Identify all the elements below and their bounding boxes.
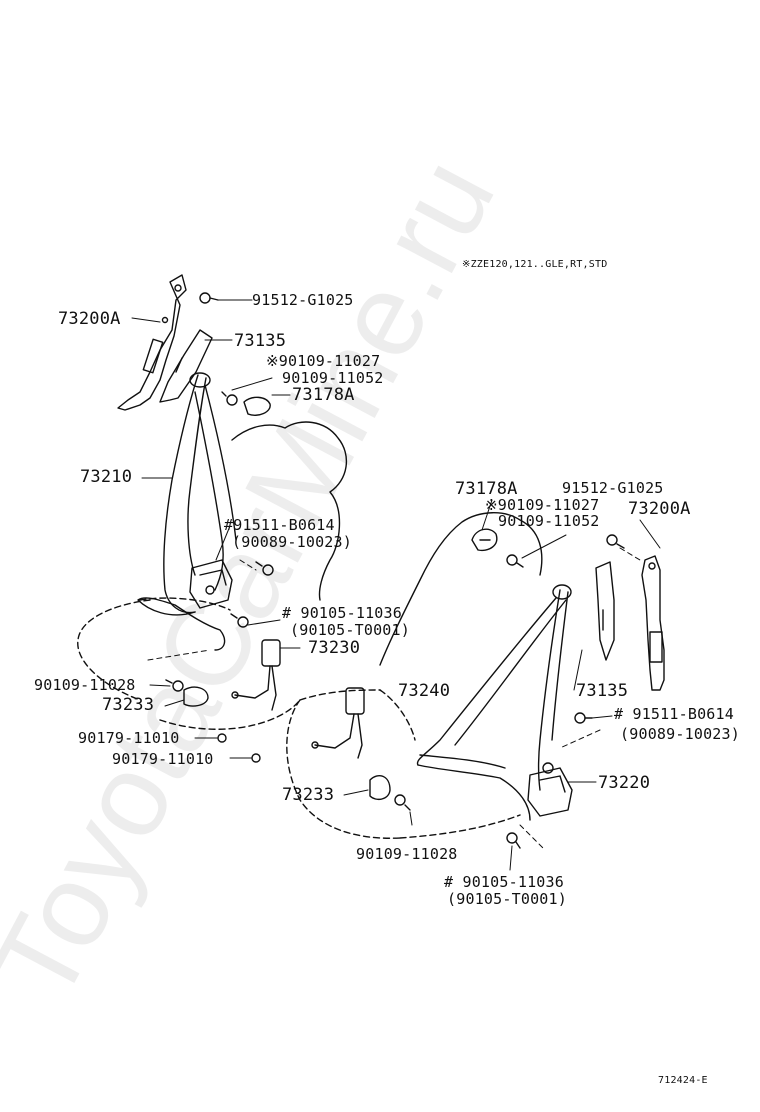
- part-91512-g1025-right[interactable]: 91512-G1025: [562, 479, 664, 497]
- part-73220[interactable]: 73220: [598, 773, 651, 793]
- left-anchor-adjuster: [117, 274, 187, 411]
- part-90105-t0001-left[interactable]: (90105-T0001): [290, 621, 410, 639]
- part-73200a-left[interactable]: 73200A: [58, 309, 121, 329]
- part-91511-b0614-right[interactable]: # 91511-B0614: [614, 705, 734, 723]
- part-73233-left[interactable]: 73233: [102, 695, 155, 715]
- legend-note: ※ZZE120,121..GLE,RT,STD: [462, 259, 608, 270]
- part-90105-t0001-right[interactable]: (90105-T0001): [447, 890, 567, 908]
- part-90089-10023-left[interactable]: (90089-10023): [232, 533, 352, 551]
- left-belt-webbing: [137, 372, 237, 651]
- left-belt-guide: [243, 396, 271, 416]
- right-retractor: [527, 762, 573, 817]
- part-73178a-right[interactable]: 73178A: [455, 479, 518, 499]
- part-90109-11027-left[interactable]: ※90109-11027: [266, 352, 381, 370]
- part-73135-left[interactable]: 73135: [234, 331, 287, 351]
- part-90109-11052-right[interactable]: 90109-11052: [498, 512, 600, 530]
- right-seat-back: [379, 512, 543, 666]
- part-90109-11028-left[interactable]: 90109-11028: [34, 676, 136, 694]
- right-belt-guide: [471, 528, 498, 552]
- part-90179-11010-a[interactable]: 90179-11010: [78, 729, 180, 747]
- left-pillar-cover: [159, 329, 213, 403]
- left-buckle: [231, 639, 281, 711]
- part-91512-g1025-left[interactable]: 91512-G1025: [252, 291, 354, 309]
- left-leader-lines: [131, 299, 301, 759]
- part-73240[interactable]: 73240: [398, 681, 451, 701]
- left-retractor: [189, 559, 233, 609]
- part-90109-11027-right[interactable]: ※90109-11027: [485, 496, 600, 514]
- figure-code: 712424-E: [658, 1075, 708, 1086]
- left-seat-back: [231, 421, 348, 601]
- part-90109-11052-left[interactable]: 90109-11052: [282, 369, 384, 387]
- right-leader-lines: [343, 499, 661, 871]
- left-anchor-cover: [183, 686, 209, 707]
- part-73230[interactable]: 73230: [308, 638, 361, 658]
- part-73135-right[interactable]: 73135: [576, 681, 629, 701]
- part-90105-11036-left[interactable]: # 90105-11036: [282, 604, 402, 622]
- right-anchor-cover: [369, 774, 391, 801]
- right-belt-webbing: [416, 584, 572, 821]
- part-91511-b0614-left[interactable]: #91511-B0614: [224, 516, 335, 534]
- part-73200a-right[interactable]: 73200A: [628, 499, 691, 519]
- left-bolts: [165, 292, 274, 763]
- part-73233-right[interactable]: 73233: [282, 785, 335, 805]
- right-seat-cushion: [286, 699, 401, 839]
- part-90179-11010-b[interactable]: 90179-11010: [112, 750, 214, 768]
- right-anchor-adjuster: [641, 555, 665, 691]
- right-buckle: [311, 687, 365, 759]
- part-90105-11036-right[interactable]: # 90105-11036: [444, 873, 564, 891]
- right-pillar-cover: [595, 561, 615, 661]
- left-seat-cushion: [77, 599, 151, 701]
- part-73210[interactable]: 73210: [80, 467, 133, 487]
- part-90089-10023-right[interactable]: (90089-10023): [620, 725, 740, 743]
- part-90109-11028-right[interactable]: 90109-11028: [356, 845, 458, 863]
- right-bolts: [394, 534, 625, 849]
- part-73178a-left[interactable]: 73178A: [292, 385, 355, 405]
